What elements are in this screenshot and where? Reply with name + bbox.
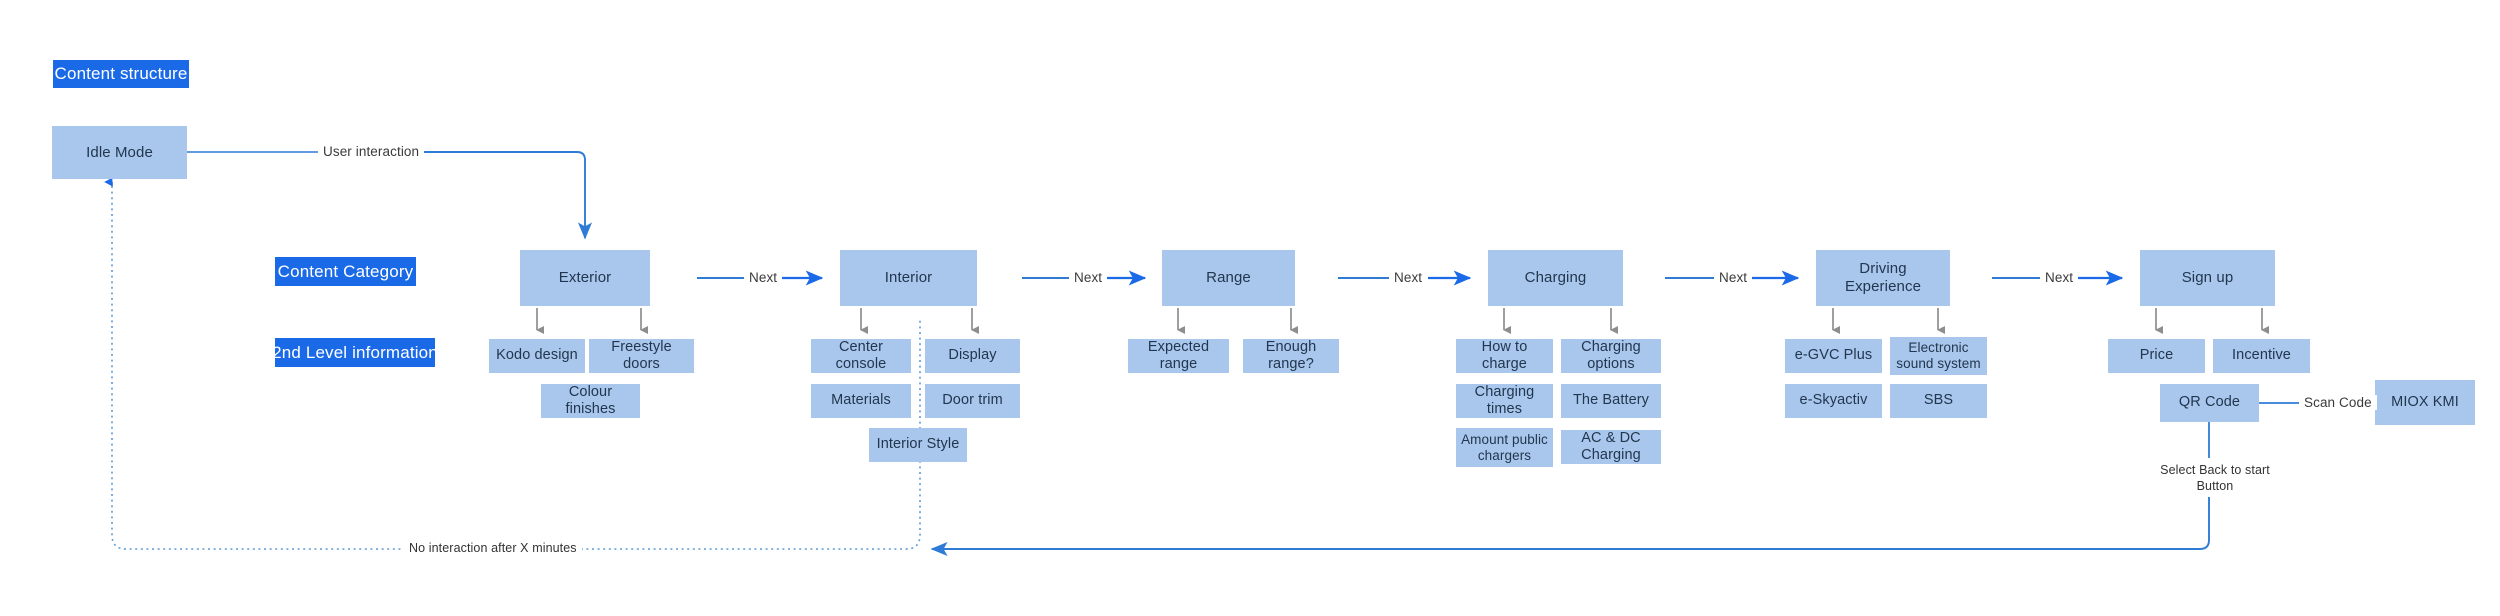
node-sign-up[interactable]: Sign up bbox=[2140, 250, 2275, 306]
edge-label-next-1: Next bbox=[744, 270, 783, 285]
node-charging-options[interactable]: Charging options bbox=[1561, 339, 1661, 373]
node-sbs-label: SBS bbox=[1923, 392, 1954, 409]
user-interaction-text: User interaction bbox=[323, 144, 420, 159]
node-charging[interactable]: Charging bbox=[1488, 250, 1623, 306]
legend-second-level-information[interactable]: 2nd Level information bbox=[272, 338, 438, 367]
node-charging-times[interactable]: Charging times bbox=[1456, 384, 1553, 418]
node-freestyle-doors-label: Freestyle doors bbox=[611, 338, 672, 372]
node-driving-experience-label: Driving Experience bbox=[1844, 260, 1922, 295]
node-expected-range-label: Expected range bbox=[1147, 338, 1210, 372]
node-center-console[interactable]: Center console bbox=[811, 339, 911, 373]
node-idle-mode[interactable]: Idle Mode bbox=[52, 126, 187, 179]
node-kodo-design[interactable]: Kodo design bbox=[489, 339, 585, 373]
legend-content-category-label: Content Category bbox=[277, 261, 414, 281]
node-miox-kmi-label: MIOX KMI bbox=[2391, 393, 2459, 410]
node-miox-kmi[interactable]: MIOX KMI bbox=[2375, 380, 2475, 425]
node-range[interactable]: Range bbox=[1162, 250, 1295, 306]
node-qr-code[interactable]: QR Code bbox=[2160, 384, 2259, 422]
node-enough-range[interactable]: Enough range? bbox=[1243, 339, 1339, 373]
node-how-to-charge-label: How to charge bbox=[1481, 338, 1528, 372]
node-driving-experience[interactable]: Driving Experience bbox=[1816, 250, 1950, 306]
legend-content-structure-label: Content structure bbox=[54, 64, 188, 83]
node-enough-range-label: Enough range? bbox=[1265, 338, 1317, 372]
edge-label-next-2: Next bbox=[1069, 270, 1108, 285]
node-door-trim-label: Door trim bbox=[942, 392, 1003, 409]
node-expected-range[interactable]: Expected range bbox=[1128, 339, 1229, 373]
node-the-battery[interactable]: The Battery bbox=[1561, 384, 1661, 418]
node-exterior-label: Exterior bbox=[558, 269, 612, 287]
legend-second-level-label: 2nd Level information bbox=[272, 342, 438, 362]
legend-content-category[interactable]: Content Category bbox=[275, 257, 416, 286]
node-amount-public-chargers[interactable]: Amount public chargers bbox=[1456, 428, 1553, 467]
node-sign-up-label: Sign up bbox=[2181, 269, 2234, 287]
node-interior[interactable]: Interior bbox=[840, 250, 977, 306]
node-electronic-sound-system-label: Electronic sound system bbox=[1896, 340, 1981, 371]
node-how-to-charge[interactable]: How to charge bbox=[1456, 339, 1553, 373]
node-center-console-label: Center console bbox=[835, 338, 887, 372]
node-door-trim[interactable]: Door trim bbox=[925, 384, 1020, 418]
edge-label-scan-code: Scan Code bbox=[2299, 395, 2377, 410]
node-incentive[interactable]: Incentive bbox=[2213, 339, 2310, 373]
edge-label-next-5: Next bbox=[2040, 270, 2079, 285]
node-qr-code-label: QR Code bbox=[2178, 394, 2241, 411]
node-price[interactable]: Price bbox=[2108, 339, 2205, 373]
node-interior-style-label: Interior Style bbox=[876, 436, 960, 453]
node-idle-mode-label: Idle Mode bbox=[86, 143, 153, 161]
node-colour-finishes-label: Colour finishes bbox=[565, 383, 616, 417]
node-exterior[interactable]: Exterior bbox=[520, 250, 650, 306]
node-interior-style[interactable]: Interior Style bbox=[869, 428, 967, 462]
node-amount-public-chargers-label: Amount public chargers bbox=[1461, 431, 1548, 463]
node-range-label: Range bbox=[1206, 269, 1251, 287]
node-price-label: Price bbox=[2139, 347, 2174, 364]
node-sbs[interactable]: SBS bbox=[1890, 384, 1987, 418]
node-e-skyactiv-label: e-Skyactiv bbox=[1799, 392, 1868, 409]
edge-label-next-3: Next bbox=[1389, 270, 1428, 285]
wire-user-interaction bbox=[187, 151, 593, 240]
node-incentive-label: Incentive bbox=[2232, 347, 2291, 364]
node-e-gvc-plus[interactable]: e-GVC Plus bbox=[1785, 339, 1882, 373]
edge-label-user-interaction: User interaction bbox=[318, 144, 425, 159]
edge-label-no-interaction: No interaction after X minutes bbox=[404, 541, 582, 555]
node-electronic-sound-system[interactable]: Electronic sound system bbox=[1890, 337, 1987, 375]
node-interior-label: Interior bbox=[884, 269, 933, 287]
node-materials[interactable]: Materials bbox=[811, 384, 911, 418]
node-charging-times-label: Charging times bbox=[1474, 383, 1535, 417]
node-e-skyactiv[interactable]: e-Skyactiv bbox=[1785, 384, 1882, 418]
node-materials-label: Materials bbox=[831, 392, 891, 409]
node-display-label: Display bbox=[948, 347, 997, 364]
node-e-gvc-plus-label: e-GVC Plus bbox=[1794, 347, 1873, 364]
node-charging-label: Charging bbox=[1524, 269, 1587, 287]
edge-label-next-4: Next bbox=[1714, 270, 1753, 285]
node-ac-dc-charging-label: AC & DC Charging bbox=[1581, 429, 1641, 463]
wire-category-children bbox=[536, 308, 2269, 334]
legend-content-structure[interactable]: Content structure bbox=[53, 60, 189, 88]
node-charging-options-label: Charging options bbox=[1581, 338, 1641, 372]
node-colour-finishes[interactable]: Colour finishes bbox=[541, 384, 640, 418]
node-ac-dc-charging[interactable]: AC & DC Charging bbox=[1561, 430, 1661, 464]
node-freestyle-doors[interactable]: Freestyle doors bbox=[589, 339, 694, 373]
node-the-battery-label: The Battery bbox=[1572, 392, 1650, 409]
node-kodo-design-label: Kodo design bbox=[496, 347, 578, 364]
node-display[interactable]: Display bbox=[925, 339, 1020, 373]
